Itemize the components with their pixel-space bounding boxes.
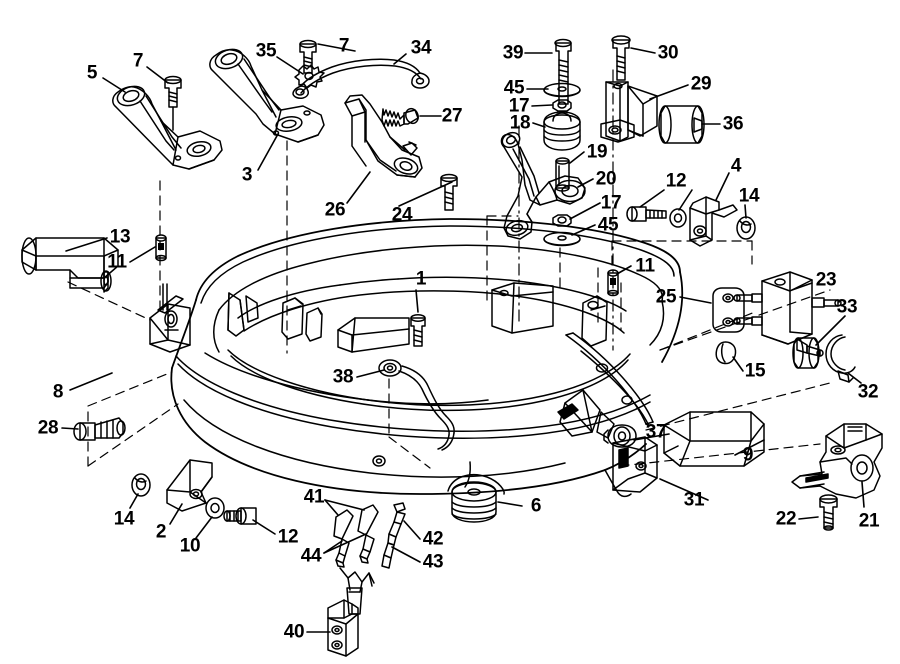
mount-part-2: [166, 459, 213, 512]
callout-27: 27: [441, 105, 463, 127]
callout-7-left: 7: [132, 50, 144, 72]
leader-lines: [61, 43, 865, 633]
cowl-body-part-8: [149, 218, 684, 498]
callout-5: 5: [86, 62, 98, 84]
swivel-bracket-part-20: [500, 131, 586, 240]
trim-bracket-part-21: [791, 423, 883, 499]
callout-24: 24: [391, 204, 413, 226]
angle-bracket-part-4: [689, 196, 738, 247]
washer-part-14-left: [131, 473, 151, 497]
latch-bracket-part-26: [344, 94, 423, 178]
wedge-bracket-part-31: [612, 436, 658, 493]
callout-3: 3: [241, 164, 253, 186]
bolt-part-1: [410, 314, 426, 347]
callout-30: 30: [657, 42, 679, 64]
callout-4: 4: [730, 155, 742, 177]
callout-31: 31: [683, 489, 705, 511]
callout-22: 22: [775, 508, 797, 530]
strap-part-34: [292, 58, 430, 99]
callout-20: 20: [595, 168, 617, 190]
callout-25: 25: [655, 286, 677, 308]
bolt-part-30: [611, 35, 631, 81]
bolt-part-22: [819, 494, 838, 531]
isolator-part-18: [543, 111, 581, 151]
terminal-part-41-b: [357, 504, 379, 564]
cap-part-15: [715, 341, 737, 365]
callout-14-right: 14: [738, 185, 760, 207]
washer-part-10-left: [205, 497, 225, 519]
callout-1: 1: [415, 268, 427, 290]
connector-part-43: [381, 542, 395, 569]
callout-45-upper: 45: [503, 77, 525, 99]
callout-38: 38: [332, 366, 354, 388]
callout-45-lower: 45: [597, 214, 619, 236]
handle-part-13: [21, 237, 119, 293]
bracket-part-3: [209, 48, 325, 143]
callout-32: 32: [857, 381, 879, 403]
grommet-part-38: [378, 359, 402, 377]
callout-29: 29: [690, 73, 712, 95]
screw-part-7-left: [164, 75, 182, 131]
callout-39: 39: [502, 42, 524, 64]
callout-17-upper: 17: [508, 95, 530, 117]
callout-44: 44: [300, 545, 322, 567]
callout-12-left: 12: [277, 526, 299, 548]
connector-block-part-23: [733, 271, 842, 357]
washer-part-10-right: [669, 208, 687, 228]
terminal-part-41-a: [333, 509, 354, 568]
nut-part-17-lower: [552, 214, 572, 227]
callout-8: 8: [52, 381, 64, 403]
callout-11-right: 11: [635, 255, 655, 277]
nut-part-17-upper: [552, 99, 572, 112]
grommet-part-6: [451, 481, 497, 523]
bolt-part-12-left: [223, 507, 257, 525]
wire-bundle: [339, 567, 375, 615]
cable-tie-part-32: [825, 334, 856, 383]
callout-17-lower: 17: [600, 192, 622, 214]
callout-28: 28: [37, 417, 59, 439]
callout-12-right: 12: [665, 170, 687, 192]
callout-34: 34: [410, 37, 432, 59]
washer-part-45-upper: [543, 82, 581, 98]
callout-37: 37: [645, 421, 667, 443]
callout-36: 36: [722, 113, 744, 135]
callout-14-left: 14: [113, 508, 135, 530]
callout-40: 40: [283, 621, 305, 643]
callout-9: 9: [742, 444, 754, 466]
grommet-part-11-right: [607, 269, 619, 297]
washer-part-45-lower: [543, 231, 581, 247]
connector-body-part-40: [327, 599, 359, 657]
callout-42: 42: [422, 528, 444, 550]
callout-2: 2: [155, 521, 167, 543]
callout-13: 13: [109, 226, 131, 248]
plug-part-33: [792, 337, 820, 369]
callout-6: 6: [530, 495, 542, 517]
callout-15: 15: [744, 360, 766, 382]
callout-41: 41: [303, 486, 325, 508]
callout-43: 43: [422, 551, 444, 573]
bolt-part-27: [381, 107, 419, 127]
bushing-part-36: [658, 105, 705, 144]
callout-26: 26: [324, 199, 346, 221]
rubber-pad-part-9: [663, 411, 765, 467]
bolt-part-28: [73, 417, 126, 441]
bracket-part-5: [112, 85, 223, 170]
grommet-part-11-left: [155, 234, 167, 262]
callout-10: 10: [179, 535, 201, 557]
callout-18: 18: [509, 112, 531, 134]
callout-21: 21: [858, 510, 880, 532]
callout-7-center: 7: [338, 35, 350, 57]
callout-11-left: 11: [107, 251, 127, 273]
callout-33: 33: [836, 296, 858, 318]
callout-19: 19: [586, 141, 608, 163]
callout-35: 35: [255, 40, 277, 62]
callout-23: 23: [815, 269, 837, 291]
long-bolt-part-39: [554, 38, 572, 105]
